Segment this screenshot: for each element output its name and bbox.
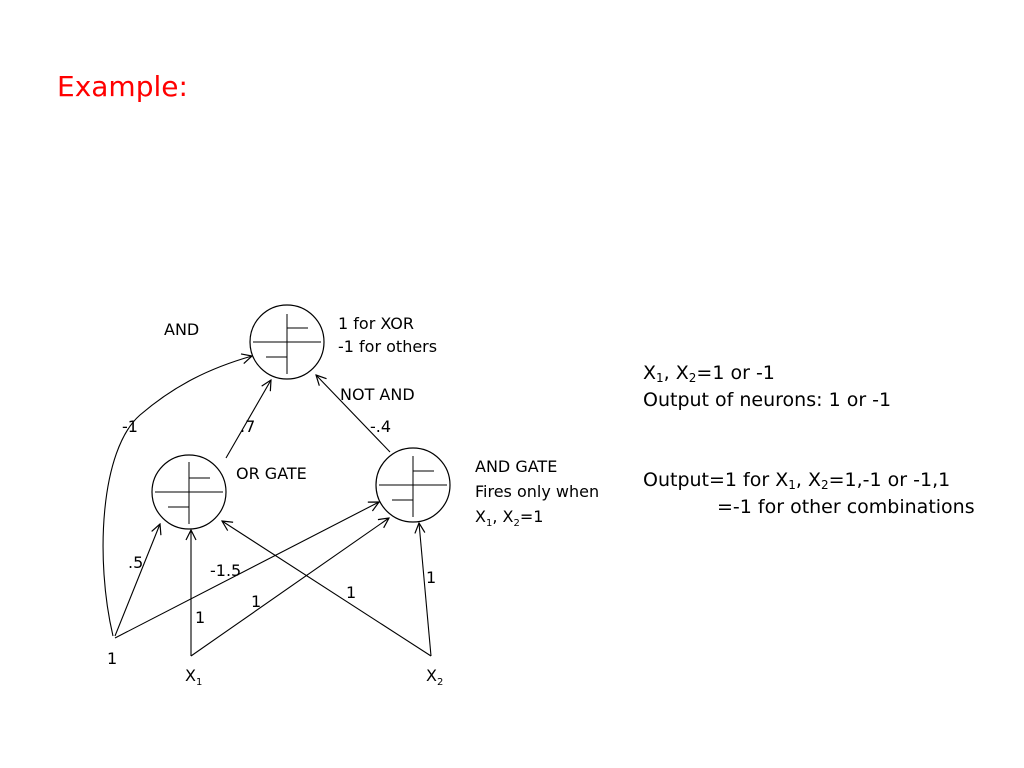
edges <box>102 356 432 657</box>
edge-bias-to-and <box>102 356 252 637</box>
weight-x2-to-or: 1 <box>346 583 356 602</box>
info-other-rule: =-1 for other combinations <box>717 496 975 518</box>
info-xor-rule: Output=1 for X1, X2=1,-1 or -1,1 <box>643 469 951 492</box>
or-gate-label: OR GATE <box>236 464 307 483</box>
not-and-label: NOT AND <box>340 385 415 404</box>
edge-x2-to-or <box>222 521 432 657</box>
weight-x1-to-andgate: 1 <box>251 592 261 611</box>
neuron-or-gate <box>151 454 227 530</box>
weight-bias-to-and: -1 <box>122 417 138 436</box>
and-gate-condition: X1, X2=1 <box>475 507 543 529</box>
info-inputs-line: X1, X2=1 or -1 <box>643 362 775 385</box>
xor-note-line2: -1 for others <box>338 337 437 356</box>
weight-x2-to-andgate: 1 <box>426 568 436 587</box>
slide-title: Example: <box>57 70 188 103</box>
edge-andgate-to-and <box>316 375 391 453</box>
edge-x2-to-andgate <box>419 523 432 657</box>
edge-bias-to-andgate <box>114 502 379 639</box>
weight-or-to-and: .7 <box>240 417 255 436</box>
input-bias: 1 <box>107 649 117 668</box>
edge-bias-to-or <box>114 524 160 637</box>
input-x1: X1 <box>185 666 202 688</box>
neuron-and-gate <box>375 447 451 523</box>
weight-bias-to-or: .5 <box>128 553 143 572</box>
neuron-and-top <box>249 304 325 380</box>
weight-bias-to-andgate: -1.5 <box>210 561 241 580</box>
info-outputs-line: Output of neurons: 1 or -1 <box>643 389 892 411</box>
edge-x1-to-andgate <box>190 518 389 657</box>
neuron-and-label: AND <box>164 320 199 339</box>
xor-note-line1: 1 for XOR <box>338 314 414 333</box>
weight-x1-to-or: 1 <box>195 608 205 627</box>
edge-or-to-and <box>225 380 271 459</box>
and-gate-desc: Fires only when <box>475 482 599 501</box>
input-x2: X2 <box>426 666 443 688</box>
weight-andgate-to-and: -.4 <box>370 417 391 436</box>
and-gate-label: AND GATE <box>475 457 557 476</box>
